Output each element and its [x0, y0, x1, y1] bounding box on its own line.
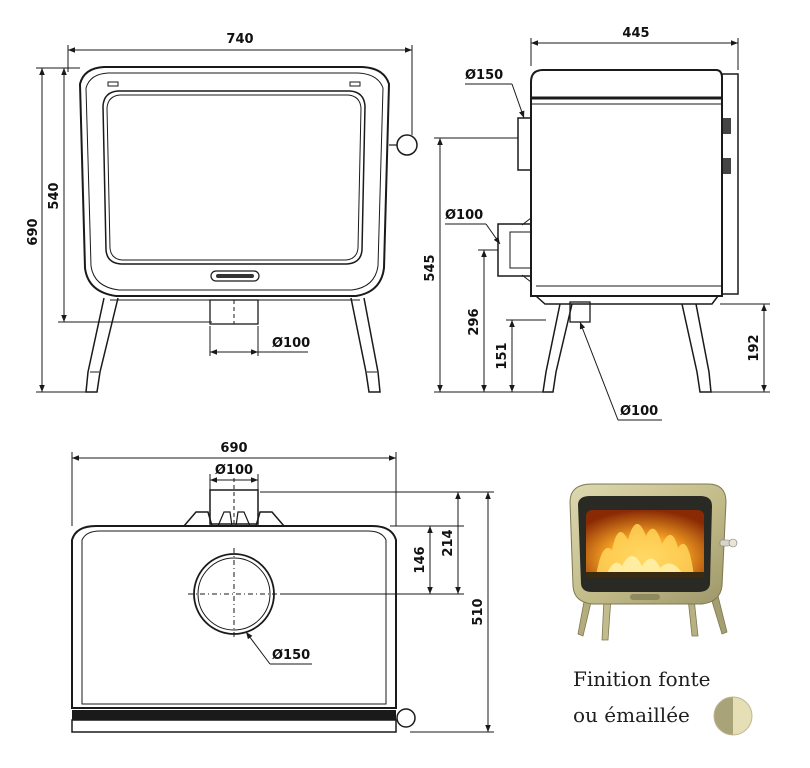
- dim-top-rear-offset: 214: [441, 529, 456, 556]
- front-view: 740 690 540 Ø100: [26, 32, 418, 393]
- dim-side-rear-flue-dia: Ø100: [445, 208, 483, 223]
- top-view: 690 Ø100 510 146 214 Ø150: [71, 441, 494, 733]
- top-body-outline: [71, 525, 397, 709]
- front-body-outline: [78, 66, 391, 297]
- caption-line-1: Finition fonte: [573, 667, 710, 691]
- dim-side-air-inlet-low: 151: [495, 342, 510, 369]
- dim-top-depth: 510: [471, 598, 486, 625]
- front-door-handle: [396, 134, 418, 156]
- finish-swatch-icon: [713, 696, 753, 736]
- front-door-glass: [102, 90, 366, 265]
- dim-top-width: 690: [220, 441, 247, 456]
- dim-front-height-body: 540: [47, 182, 62, 209]
- dim-side-top-flue-dia: Ø150: [465, 68, 503, 83]
- dim-front-flue-dia: Ø100: [272, 336, 310, 351]
- dim-side-air-inlet-height: 296: [467, 308, 482, 335]
- dim-side-depth: 445: [622, 26, 649, 41]
- dim-top-flue-dia: Ø150: [272, 648, 310, 663]
- front-left-leg: [85, 297, 119, 393]
- top-door-handle: [396, 708, 416, 728]
- front-right-leg: [350, 297, 381, 393]
- front-logo-badge: [210, 270, 260, 282]
- dim-front-height-total: 690: [26, 218, 41, 245]
- side-door-hinge-top: [723, 118, 731, 134]
- side-rear-top-flue: [517, 117, 532, 171]
- side-front-door: [721, 73, 739, 295]
- side-view: 445 Ø150 Ø100 545 296 151 192 Ø100: [423, 26, 770, 421]
- caption-line-2: ou émaillée: [573, 703, 690, 727]
- side-bottom-flue: [569, 301, 591, 323]
- dim-top-rear-flue-dia: Ø100: [215, 463, 253, 478]
- stove-product-photo: [569, 483, 738, 641]
- top-front-door-edge: [72, 710, 396, 720]
- dim-side-leg-height: 192: [747, 334, 762, 361]
- dim-side-bottom-flue-dia: Ø100: [620, 404, 658, 419]
- side-front-leg: [681, 303, 712, 393]
- dim-top-flue-offset: 146: [413, 546, 428, 573]
- dim-side-rear-flue-height: 545: [423, 254, 438, 281]
- side-rear-leg: [542, 303, 573, 393]
- dim-front-width: 740: [226, 32, 253, 47]
